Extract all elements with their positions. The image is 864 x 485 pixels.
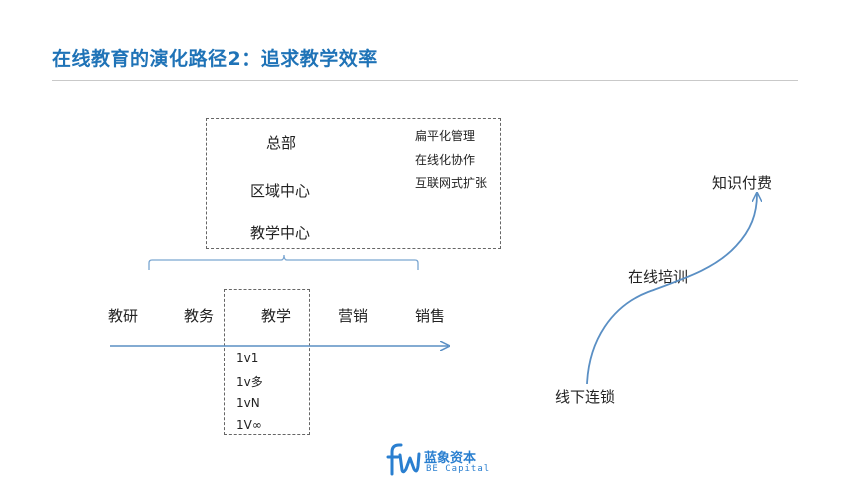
function-research: 教研 <box>108 307 139 325</box>
teaching-mode-1vn: 1vN <box>236 396 260 410</box>
function-teaching: 教学 <box>261 307 292 325</box>
stage-knowledge-payment: 知识付费 <box>712 174 773 192</box>
org-level-teaching: 教学中心 <box>250 224 311 242</box>
org-structure-box <box>206 118 501 249</box>
org-level-regional: 区域中心 <box>250 182 311 200</box>
teaching-mode-1vmany: 1v多 <box>236 375 263 389</box>
org-feature-flat: 扁平化管理 <box>415 129 476 143</box>
function-marketing: 营销 <box>338 307 369 325</box>
title-divider <box>52 80 798 81</box>
logo-subtitle: BE Capital <box>426 464 491 474</box>
org-level-hq: 总部 <box>266 134 297 152</box>
org-bracket <box>148 254 419 270</box>
teaching-mode-1vinf: 1V∞ <box>236 418 262 432</box>
be-capital-logo-icon <box>386 443 421 476</box>
function-admin: 教务 <box>184 307 215 325</box>
stage-online-training: 在线培训 <box>628 268 689 286</box>
stage-offline-chain: 线下连锁 <box>555 388 616 406</box>
teaching-mode-1v1: 1v1 <box>236 351 259 365</box>
org-feature-collab: 在线化协作 <box>415 153 476 167</box>
page-title: 在线教育的演化路径2：追求教学效率 <box>52 48 378 70</box>
teaching-mode-box <box>224 289 310 435</box>
evolution-curve-arrow <box>586 194 757 385</box>
org-feature-expansion: 互联网式扩张 <box>415 176 488 190</box>
logo-name: 蓝象资本 <box>424 451 477 466</box>
function-sales: 销售 <box>415 307 446 325</box>
